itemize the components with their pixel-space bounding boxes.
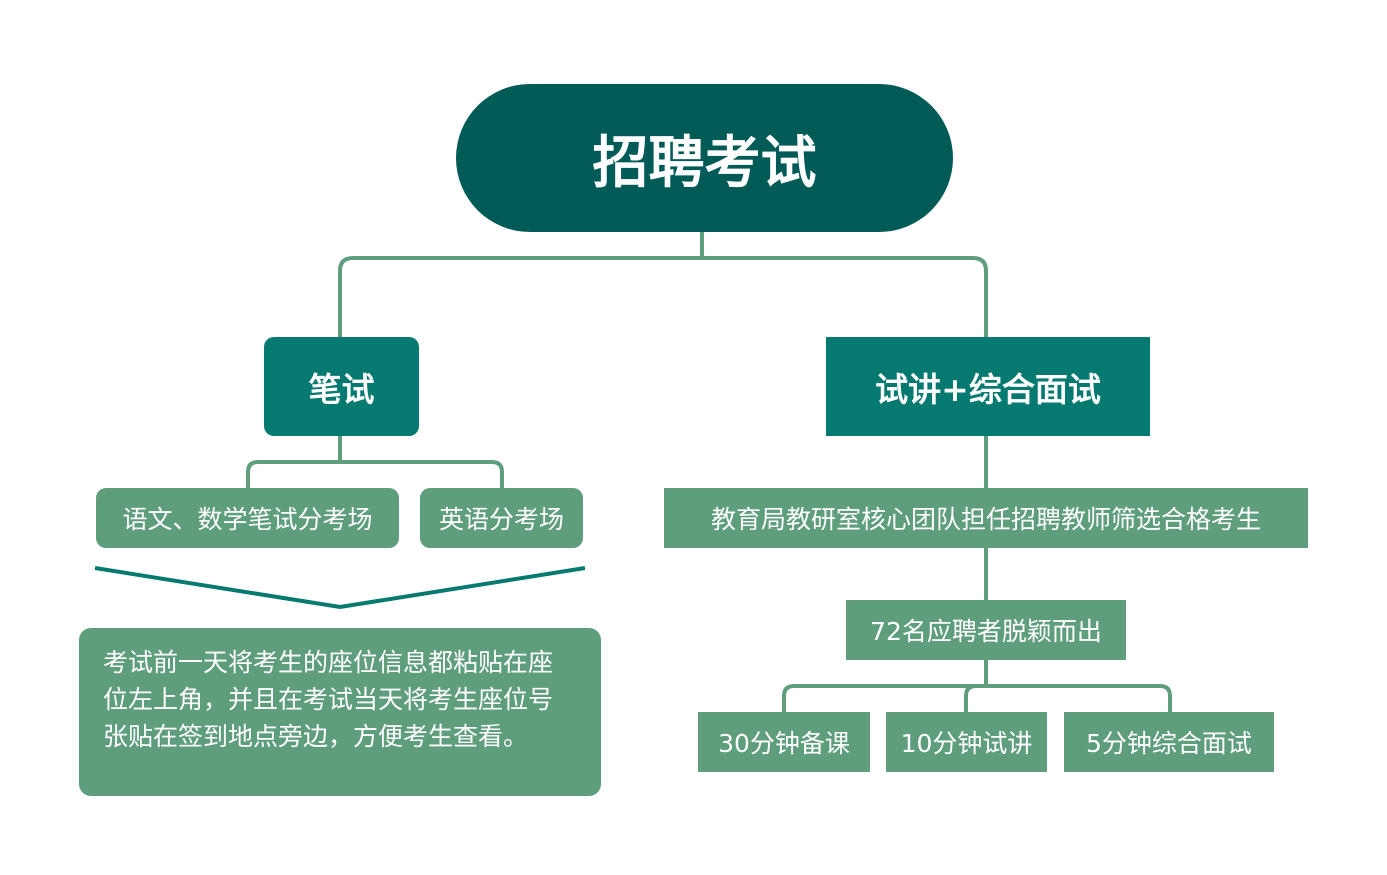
venue-english-label: 英语分考场 [438, 505, 564, 534]
connector-venues [246, 460, 504, 488]
seating-note-text: 考试前一天将考生的座位信息都粘贴在座位左上角，并且在考试当天将考生座位号张贴在签… [103, 648, 554, 751]
result-node: 72名应聘者脱颖而出 [846, 600, 1126, 660]
stage-prep-label: 30分钟备课 [718, 729, 850, 758]
connector-root-branches [338, 256, 988, 337]
stage-prep-node: 30分钟备课 [698, 712, 870, 772]
connector-stage-middle [964, 684, 977, 712]
seating-note-node: 考试前一天将考生的座位信息都粘贴在座位左上角，并且在考试当天将考生座位号张贴在签… [79, 628, 601, 796]
stage-interview-node: 5分钟综合面试 [1064, 712, 1274, 772]
written-exam-node: 笔试 [264, 337, 419, 436]
interview-label: 试讲+综合面试 [875, 369, 1101, 409]
venue-chinese-math-node: 语文、数学笔试分考场 [96, 488, 399, 548]
stage-lecture-label: 10分钟试讲 [900, 729, 1033, 758]
screening-label: 教育局教研室核心团队担任招聘教师筛选合格考生 [710, 505, 1261, 534]
connector-stages [782, 684, 1172, 712]
written-exam-label: 笔试 [308, 369, 375, 409]
venue-chinese-math-label: 语文、数学笔试分考场 [122, 505, 373, 534]
summary-chevron [94, 566, 586, 610]
root-label: 招聘考试 [592, 130, 817, 196]
stage-interview-label: 5分钟综合面试 [1086, 729, 1252, 758]
screening-node: 教育局教研室核心团队担任招聘教师筛选合格考生 [664, 488, 1308, 548]
root-node: 招聘考试 [456, 84, 953, 232]
stage-lecture-node: 10分钟试讲 [886, 712, 1047, 772]
result-label: 72名应聘者脱颖而出 [870, 617, 1102, 646]
venue-english-node: 英语分考场 [420, 488, 583, 548]
interview-node: 试讲+综合面试 [826, 337, 1150, 436]
